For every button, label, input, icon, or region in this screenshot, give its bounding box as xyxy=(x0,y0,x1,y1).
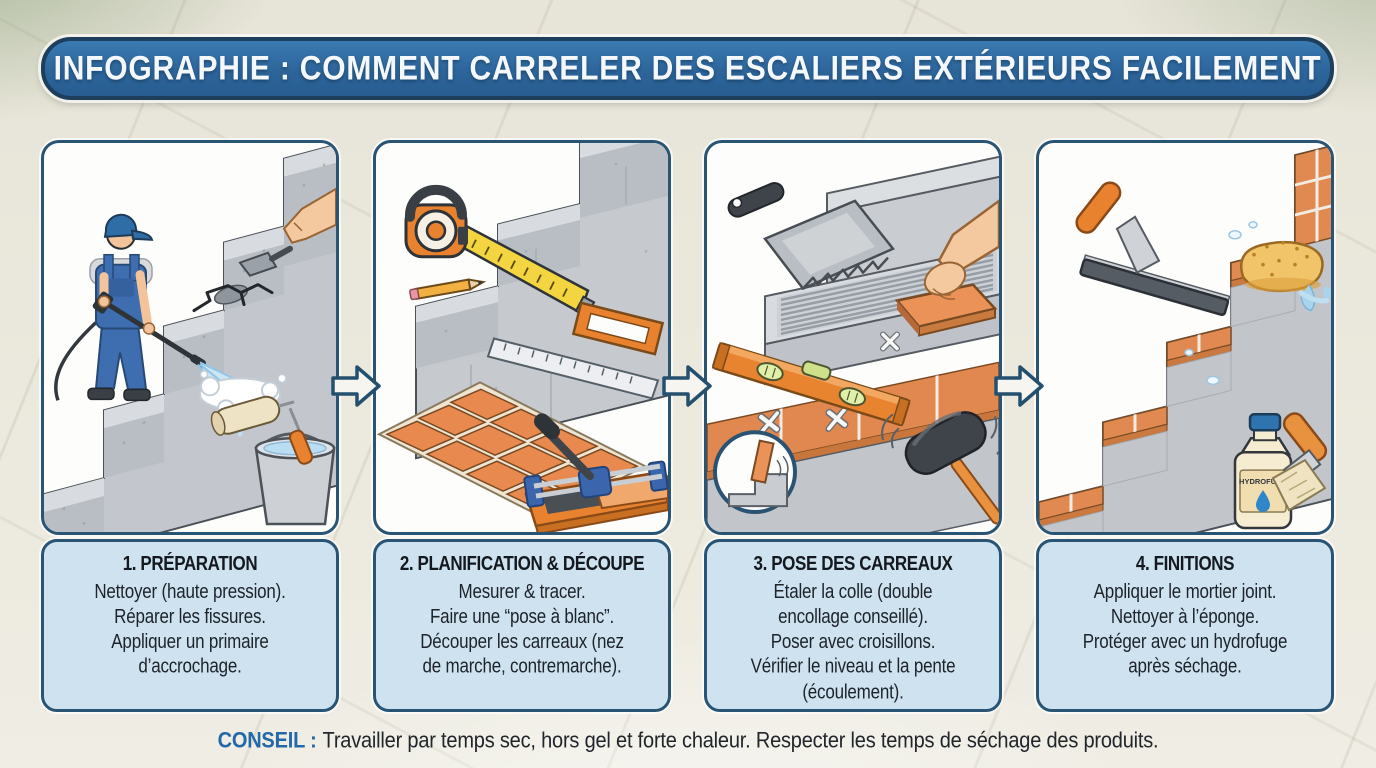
arrow-step3-to-step4 xyxy=(994,363,1044,409)
slope-inset-diagram xyxy=(713,430,797,515)
step2-illustration xyxy=(373,140,671,535)
sponge xyxy=(1240,240,1331,312)
step-panel-3: 3. POSE DES CARREAUX Étaler la colle (do… xyxy=(704,140,1002,712)
paint-brush xyxy=(1271,412,1328,512)
step1-heading: 1. PRÉPARATION xyxy=(122,552,258,575)
spirit-level xyxy=(711,341,911,427)
step2-heading: 2. PLANIFICATION & DÉCOUPE xyxy=(399,552,645,575)
right-arrow-icon xyxy=(994,365,1044,407)
tile-spacers xyxy=(757,405,849,437)
step4-text: 4. FINITIONS Appliquer le mortier joint.… xyxy=(1036,539,1334,712)
worker-pressure-washing xyxy=(54,213,206,402)
step-panel-2: 2. PLANIFICATION & DÉCOUPE Mesurer & tra… xyxy=(373,140,671,712)
step1-scene xyxy=(44,143,336,532)
step3-illustration xyxy=(704,140,1002,535)
dry-laid-tiles xyxy=(376,381,648,520)
step3-heading: 3. POSE DES CARREAUX xyxy=(753,552,953,575)
hydrofuge-bottle: HYDROFUGE xyxy=(1233,413,1293,530)
step4-illustration: HYDROFUGE xyxy=(1036,140,1334,535)
ruler xyxy=(486,337,660,400)
manual-tile-cutter xyxy=(523,413,668,532)
advice-bar: CONSEIL :Travailler par temps sec, hors … xyxy=(0,729,1376,754)
right-arrow-icon xyxy=(662,365,712,407)
hydrofuge-bottle-label: HYDROFUGE xyxy=(1239,477,1287,486)
grout-squeegee xyxy=(1075,181,1231,317)
hand-placing-tile xyxy=(880,199,999,352)
water-drops xyxy=(1184,221,1258,386)
step1-illustration xyxy=(41,140,339,535)
advice-label: CONSEIL : xyxy=(217,729,317,754)
paint-roller xyxy=(210,395,314,465)
arrow-step1-to-step2 xyxy=(331,363,381,409)
step2-scene xyxy=(376,143,668,532)
step3-scene xyxy=(707,153,999,532)
right-arrow-icon xyxy=(331,365,381,407)
page-title: INFOGRAPHIE : COMMENT CARRELER DES ESCAL… xyxy=(53,48,1322,87)
step2-body: Mesurer & tracer. Faire une “pose à blan… xyxy=(420,580,624,678)
step4-scene: HYDROFUGE xyxy=(1039,143,1331,532)
notched-trowel xyxy=(727,182,895,291)
pencil xyxy=(409,278,487,301)
title-banner: INFOGRAPHIE : COMMENT CARRELER DES ESCAL… xyxy=(41,37,1334,100)
step-panel-4: HYDROFUGE 4. FINITIONS Appliquer le mort… xyxy=(1036,140,1334,712)
tape-measure xyxy=(404,184,596,318)
step4-body: Appliquer le mortier joint. Nettoyer à l… xyxy=(1082,580,1288,678)
step1-text: 1. PRÉPARATION Nettoyer (haute pression)… xyxy=(41,539,339,712)
step2-text: 2. PLANIFICATION & DÉCOUPE Mesurer & tra… xyxy=(373,539,671,712)
step3-body: Étaler la colle (double encollage consei… xyxy=(750,580,956,703)
step-panel-1: 1. PRÉPARATION Nettoyer (haute pression)… xyxy=(41,140,339,712)
step3-text: 3. POSE DES CARREAUX Étaler la colle (do… xyxy=(704,539,1002,712)
crack-repair-hand-trowel xyxy=(192,187,336,313)
arrow-step2-to-step3 xyxy=(662,363,712,409)
rubber-mallet xyxy=(881,411,999,525)
advice-text: Travailler par temps sec, hors gel et fo… xyxy=(322,729,1159,754)
step4-heading: 4. FINITIONS xyxy=(1135,552,1235,575)
step1-body: Nettoyer (haute pression). Réparer les f… xyxy=(94,580,286,678)
set-square xyxy=(571,301,665,356)
